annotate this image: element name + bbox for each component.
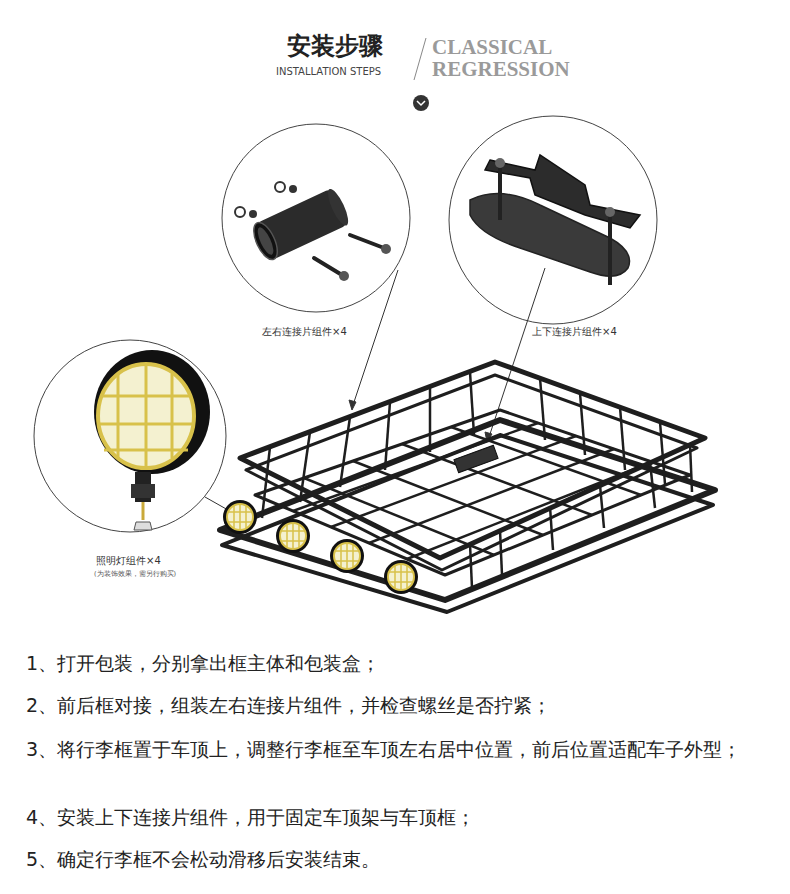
slogan: CLASSICAL REGRESSION [432, 36, 622, 80]
step-text: 1、打开包装，分别拿出框主体和包装盒； [26, 652, 776, 676]
callout-circle [34, 340, 226, 532]
bracket-connector [470, 155, 640, 285]
step-text: 4、安装上下连接片组件，用于固定车顶架与车顶框； [26, 806, 776, 830]
roof-rack [220, 362, 715, 612]
step-text: 5、确定行李框不会松动滑移后安装结束。 [26, 848, 776, 872]
page-title: 安装步骤 [287, 33, 383, 59]
part-label: 左右连接片组件×4 [262, 326, 347, 339]
step-text: 3、将行李框置于车顶上，调整行李框至车顶左右居中位置，前后位置适配车子外型； [26, 737, 766, 762]
callout-circle [222, 124, 410, 312]
tube-connector [235, 182, 391, 281]
part-label: 上下连接片组件×4 [532, 326, 617, 339]
lamp-detail [94, 350, 210, 530]
step-text: 2、前后框对接，组装左右连接片组件，并检查螺丝是否拧紧； [26, 694, 776, 718]
rack-lamps [223, 500, 418, 594]
subtitle: INSTALLATION STEPS [276, 66, 381, 78]
divider-slash [414, 38, 426, 80]
chevron-icon [413, 95, 429, 111]
part-note: (为装饰效果，需另行购买) [94, 570, 176, 578]
callout-circle [449, 116, 657, 324]
part-label: 照明灯组件×4 [96, 555, 161, 568]
